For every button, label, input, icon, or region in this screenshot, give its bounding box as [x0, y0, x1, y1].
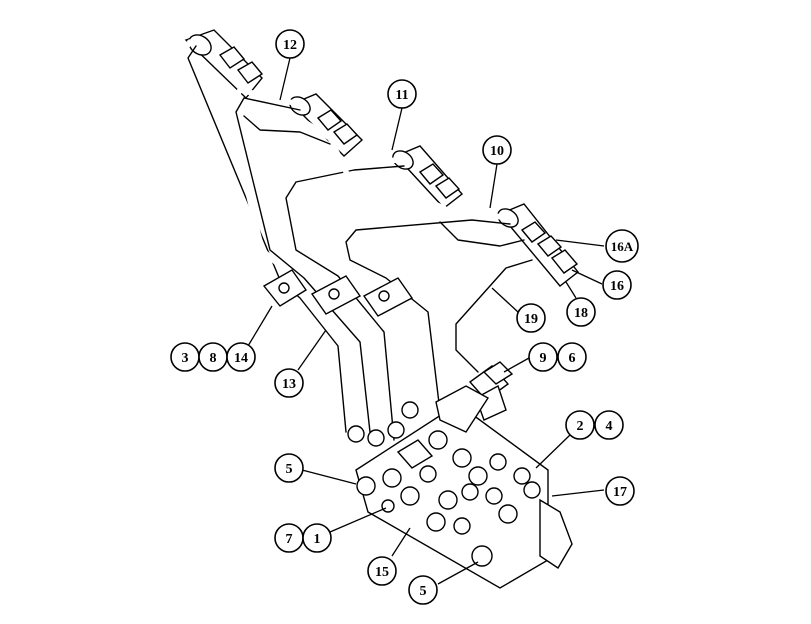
injection-pump	[347, 385, 573, 589]
svg-text:7: 7	[286, 532, 293, 547]
svg-text:4: 4	[606, 419, 613, 434]
callout-2: 2	[565, 410, 595, 440]
callout-19: 19	[516, 303, 546, 333]
svg-text:14: 14	[234, 351, 248, 366]
svg-text:17: 17	[613, 485, 627, 500]
callout-9: 9	[528, 342, 558, 372]
svg-text:13: 13	[282, 377, 296, 392]
callout-1: 1	[302, 523, 332, 553]
svg-text:5: 5	[420, 584, 427, 599]
callout-3: 3	[170, 342, 200, 372]
callout-12: 12	[275, 29, 305, 59]
svg-text:2: 2	[577, 419, 584, 434]
svg-text:16: 16	[610, 279, 624, 294]
callout-16: 16	[602, 270, 632, 300]
svg-text:16A: 16A	[611, 239, 634, 254]
callout-5-lower: 5	[408, 575, 438, 605]
tube-clamp-1	[262, 269, 307, 307]
callout-8: 8	[198, 342, 228, 372]
svg-text:1: 1	[314, 532, 321, 547]
svg-text:3: 3	[182, 351, 189, 366]
callout-14: 14	[226, 342, 256, 372]
callout-10: 10	[482, 135, 512, 165]
svg-text:19: 19	[524, 312, 538, 327]
callout-16a: 16A	[605, 229, 639, 263]
callout-15: 15	[367, 556, 397, 586]
svg-text:18: 18	[574, 306, 588, 321]
svg-text:10: 10	[490, 144, 504, 159]
injector-nozzle-4	[497, 203, 579, 287]
leader-lines	[247, 57, 605, 585]
callout-11: 11	[387, 79, 417, 109]
injector-nozzles	[184, 29, 579, 287]
svg-text:5: 5	[286, 462, 293, 477]
svg-text:9: 9	[540, 351, 547, 366]
svg-text:11: 11	[395, 88, 408, 103]
tube-clamp-2	[310, 275, 362, 315]
svg-text:8: 8	[210, 351, 217, 366]
callout-18: 18	[566, 297, 596, 327]
callout-7: 7	[274, 523, 304, 553]
svg-text:12: 12	[283, 38, 297, 53]
callout-6: 6	[557, 342, 587, 372]
callout-17: 17	[605, 476, 635, 506]
callouts: 12 11 10 16A 16 18 19 9	[170, 29, 639, 605]
svg-text:6: 6	[569, 351, 576, 366]
injector-nozzle-1	[184, 29, 264, 100]
callout-13: 13	[274, 368, 304, 398]
callout-5-upper: 5	[274, 453, 304, 483]
return-fitting	[468, 361, 514, 421]
tube-clamps	[262, 269, 414, 317]
svg-text:15: 15	[375, 565, 389, 580]
callout-4: 4	[594, 410, 624, 440]
injector-nozzle-3	[392, 145, 464, 209]
tube-clamp-3	[362, 277, 414, 317]
